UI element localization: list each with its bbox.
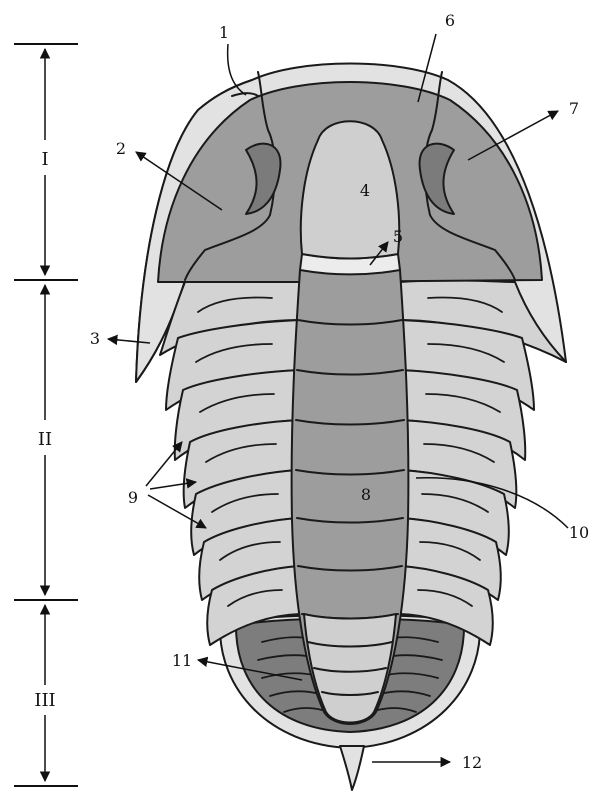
part-label-1: 1 bbox=[219, 23, 229, 42]
part-label-3: 3 bbox=[90, 329, 100, 348]
terminal-spine bbox=[340, 746, 364, 790]
region-label-cephalon: I bbox=[41, 149, 48, 170]
part-label-11: 11 bbox=[172, 651, 192, 670]
part-label-9: 9 bbox=[128, 488, 138, 507]
part-label-12: 12 bbox=[462, 753, 482, 772]
part-label-2: 2 bbox=[116, 139, 126, 158]
axial-lobe bbox=[292, 270, 409, 724]
region-label-thorax: II bbox=[38, 429, 52, 450]
part-label-7: 7 bbox=[569, 99, 579, 118]
region-label-pygidium: III bbox=[34, 690, 55, 711]
part-label-4: 4 bbox=[360, 181, 370, 200]
part-label-5: 5 bbox=[393, 227, 403, 246]
part-label-6: 6 bbox=[445, 11, 455, 30]
part-label-8: 8 bbox=[361, 485, 371, 504]
part-label-10: 10 bbox=[569, 523, 589, 542]
